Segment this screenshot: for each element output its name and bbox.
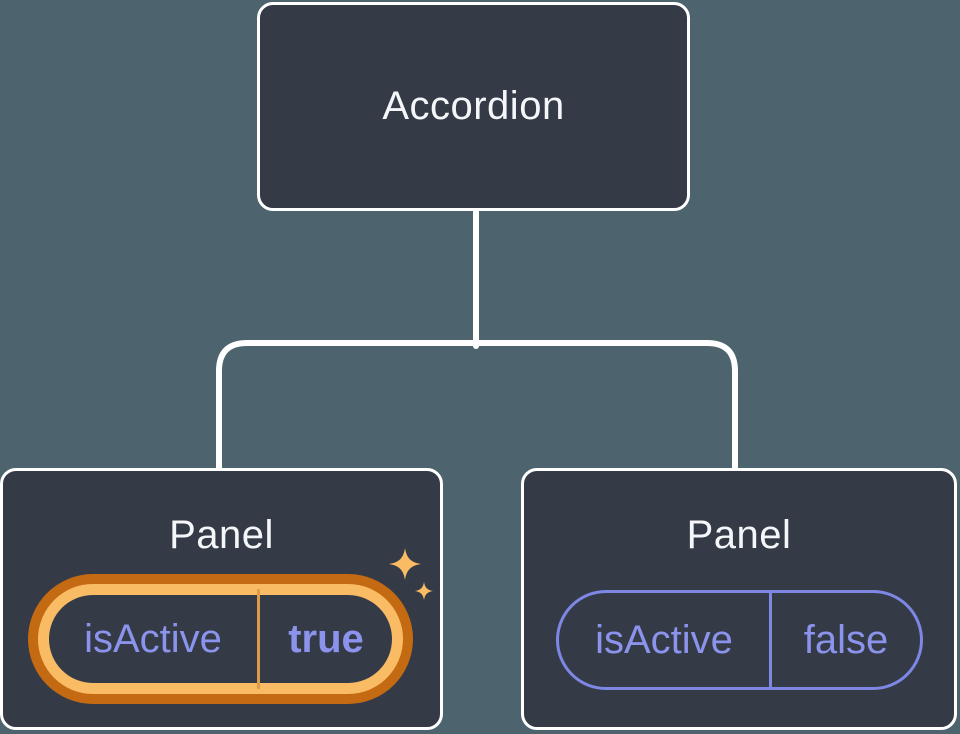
state-pill-active-highlight-ring: isActive true <box>28 574 413 704</box>
tree-node-accordion: Accordion <box>257 2 690 211</box>
tree-node-panel-inactive: Panel isActive false <box>521 468 957 730</box>
pill-divider <box>769 593 772 687</box>
state-prop-name: isActive <box>84 616 222 661</box>
panel-node-label: Panel <box>169 513 274 557</box>
panel-node-label: Panel <box>686 513 792 557</box>
state-prop-name: isActive <box>595 617 733 662</box>
state-pill-active-gold-ring: isActive true <box>38 584 403 694</box>
state-prop-value: false <box>803 617 889 662</box>
tree-node-panel-active: Panel isActive true <box>0 468 443 730</box>
state-prop-value: true <box>288 616 364 661</box>
pill-divider <box>257 589 260 689</box>
state-pill-active: isActive true <box>49 589 392 689</box>
accordion-node-label: Accordion <box>382 84 565 128</box>
state-pill-inactive: isActive false <box>556 590 923 690</box>
